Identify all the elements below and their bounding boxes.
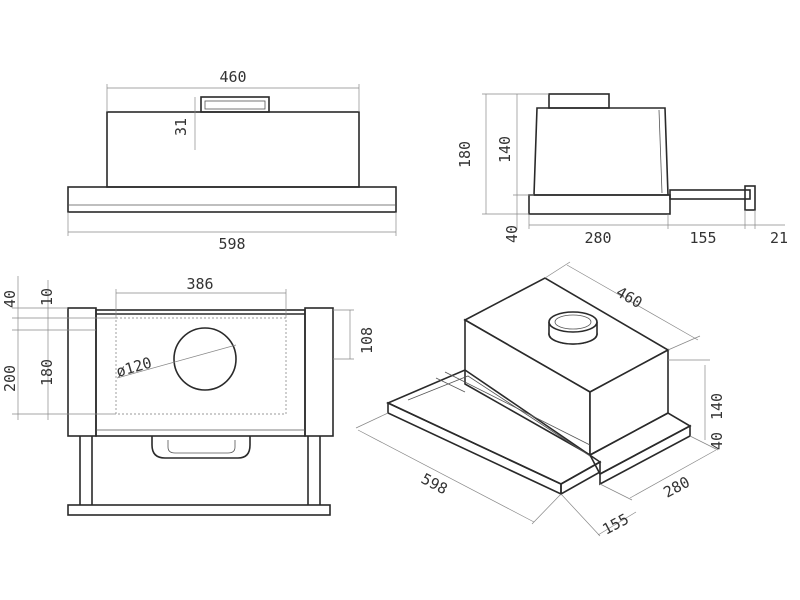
dim-label-iso-40: 40 — [708, 432, 726, 450]
dim-label-side-40: 40 — [503, 225, 521, 243]
dim-label-duct-diameter: ø120 — [114, 354, 154, 381]
dim-label-iso-598: 598 — [418, 470, 450, 499]
isometric-view: 460 140 40 280 155 598 — [355, 261, 726, 539]
dim-label-front-460: 460 — [219, 68, 246, 86]
front-outlet-inner — [204, 100, 266, 110]
side-panel — [528, 194, 671, 215]
side-view: 180 140 40 280 155 21 — [456, 93, 788, 247]
dim-label-side-21: 21 — [770, 229, 788, 247]
front-body — [106, 111, 360, 188]
bottom-main-panel — [95, 309, 306, 437]
dim-label-bottom-10: 10 — [38, 288, 56, 306]
dim-label-iso-280: 280 — [660, 473, 692, 502]
side-outlet — [548, 93, 610, 109]
dim-label-front-31: 31 — [172, 118, 190, 136]
dim-label-iso-460: 460 — [613, 283, 645, 312]
side-slide-rail — [669, 189, 751, 200]
dim-label-iso-155: 155 — [599, 510, 631, 539]
bottom-handle — [151, 436, 251, 459]
dim-label-bottom-108: 108 — [358, 327, 376, 354]
dim-label-front-598: 598 — [218, 235, 245, 253]
dim-label-bottom-200: 200 — [1, 365, 19, 392]
dim-label-bottom-40: 40 — [1, 290, 19, 308]
dim-label-side-140: 140 — [496, 136, 514, 163]
dim-label-side-155: 155 — [689, 229, 716, 247]
bottom-view: ø120 386 108 40 10 200 180 — [1, 275, 376, 516]
bottom-right-rail — [304, 307, 334, 437]
bottom-left-rail — [67, 307, 97, 437]
bottom-cutout-outline — [115, 317, 287, 415]
duct-circle — [173, 327, 237, 391]
front-outlet — [200, 96, 270, 113]
dim-label-side-180: 180 — [456, 141, 474, 168]
front-bottom-panel — [67, 186, 397, 213]
dim-label-bottom-386: 386 — [186, 275, 213, 293]
dim-label-iso-140: 140 — [708, 393, 726, 420]
side-handle — [744, 185, 756, 211]
dim-label-side-280: 280 — [584, 229, 611, 247]
bottom-front-bar — [67, 504, 331, 516]
dim-label-bottom-180: 180 — [38, 359, 56, 386]
side-body — [533, 107, 669, 196]
front-view: 460 31 598 — [67, 68, 397, 253]
